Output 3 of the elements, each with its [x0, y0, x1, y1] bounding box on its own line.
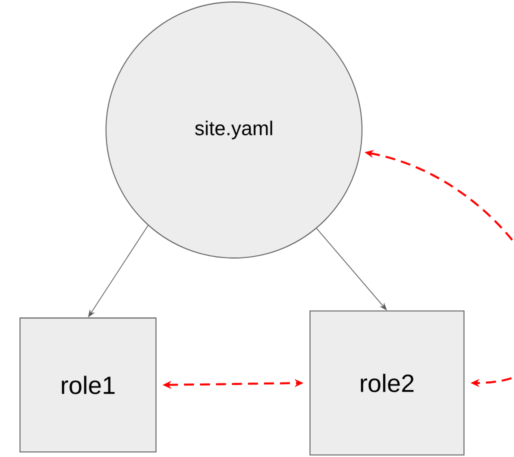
square-box: role2	[310, 310, 464, 456]
square-box: role1	[20, 318, 156, 452]
circle-node: site.yaml	[106, 2, 362, 258]
